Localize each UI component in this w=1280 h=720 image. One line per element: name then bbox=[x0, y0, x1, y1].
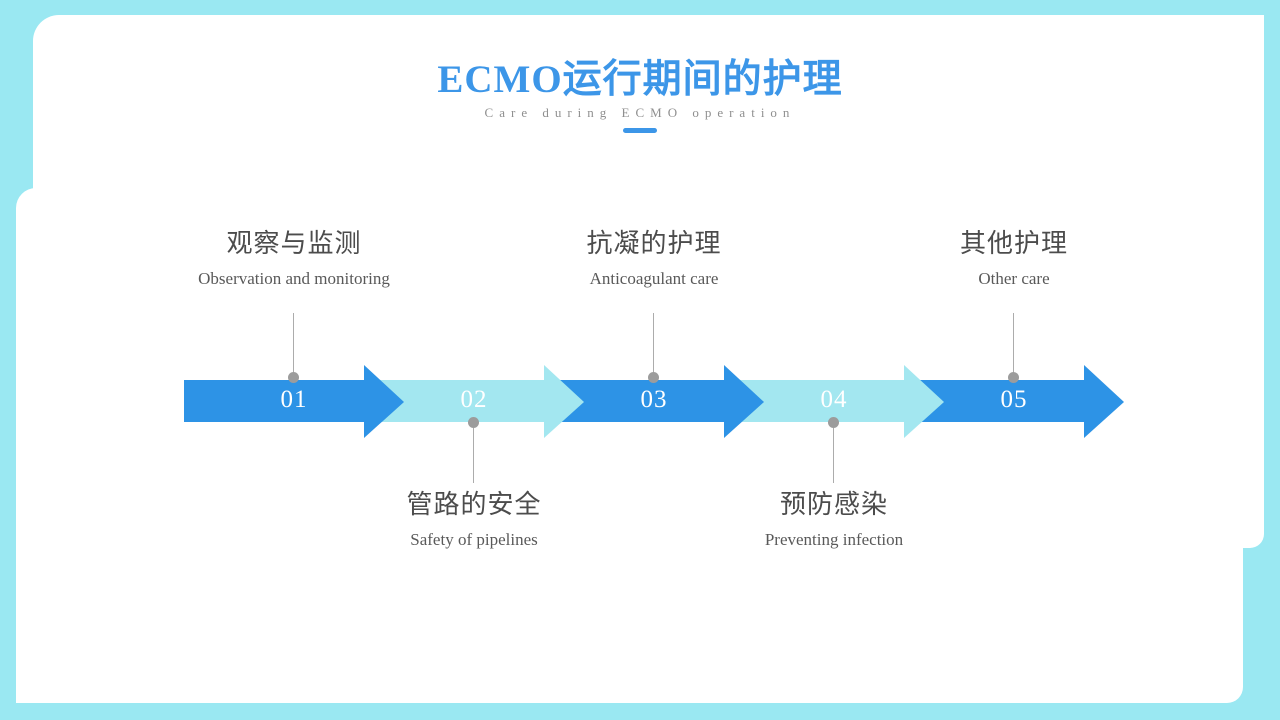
step-title-zh: 观察与监测 bbox=[226, 229, 362, 258]
step-title-zh: 抗凝的护理 bbox=[586, 229, 722, 258]
step-subtitle-en: Safety of pipelines bbox=[410, 530, 538, 549]
step-number: 03 bbox=[640, 386, 668, 413]
timeline-step: 管路的安全 Safety of pipelines 02 bbox=[364, 0, 584, 720]
step-labels: 其他护理 Other care bbox=[864, 228, 1164, 289]
arrow-head-icon bbox=[724, 365, 764, 438]
connector-line bbox=[293, 313, 294, 373]
step-title-zh: 管路的安全 bbox=[406, 490, 542, 519]
connector-line bbox=[653, 313, 654, 373]
timeline-step: 观察与监测 Observation and monitoring 01 bbox=[184, 0, 404, 720]
title-underline-accent bbox=[623, 128, 657, 133]
step-subtitle-en: Anticoagulant care bbox=[589, 269, 719, 288]
slide-subtitle: Care during ECMO operation bbox=[484, 105, 796, 120]
step-labels: 观察与监测 Observation and monitoring bbox=[144, 228, 444, 289]
connector-dot bbox=[468, 417, 479, 428]
connector-line bbox=[833, 428, 834, 483]
arrow-head-icon bbox=[904, 365, 944, 438]
arrow-head-icon bbox=[364, 365, 404, 438]
step-subtitle-en: Other care bbox=[978, 269, 1050, 288]
connector-dot bbox=[288, 372, 299, 383]
arrow-head-icon bbox=[1084, 365, 1124, 438]
connector-line bbox=[1013, 313, 1014, 373]
connector-line bbox=[473, 428, 474, 483]
step-number: 05 bbox=[1000, 386, 1028, 413]
step-subtitle-en: Preventing infection bbox=[764, 530, 904, 549]
step-number: 01 bbox=[280, 386, 308, 413]
connector-dot bbox=[648, 372, 659, 383]
slide-title: ECMO运行期间的护理 bbox=[437, 58, 843, 101]
timeline-step: 其他护理 Other care 05 bbox=[904, 0, 1124, 720]
step-labels: 管路的安全 Safety of pipelines bbox=[324, 489, 624, 550]
step-subtitle-en: Observation and monitoring bbox=[198, 269, 390, 288]
step-number: 04 bbox=[820, 386, 848, 413]
step-number: 02 bbox=[460, 386, 488, 413]
connector-dot bbox=[1008, 372, 1019, 383]
step-labels: 预防感染 Preventing infection bbox=[684, 489, 984, 550]
arrow-bar bbox=[184, 380, 364, 422]
step-labels: 抗凝的护理 Anticoagulant care bbox=[504, 228, 804, 289]
arrow-head-icon bbox=[544, 365, 584, 438]
step-title-zh: 预防感染 bbox=[779, 490, 888, 519]
connector-dot bbox=[828, 417, 839, 428]
slide-panel-lower bbox=[16, 188, 1243, 703]
step-title-zh: 其他护理 bbox=[959, 229, 1068, 258]
